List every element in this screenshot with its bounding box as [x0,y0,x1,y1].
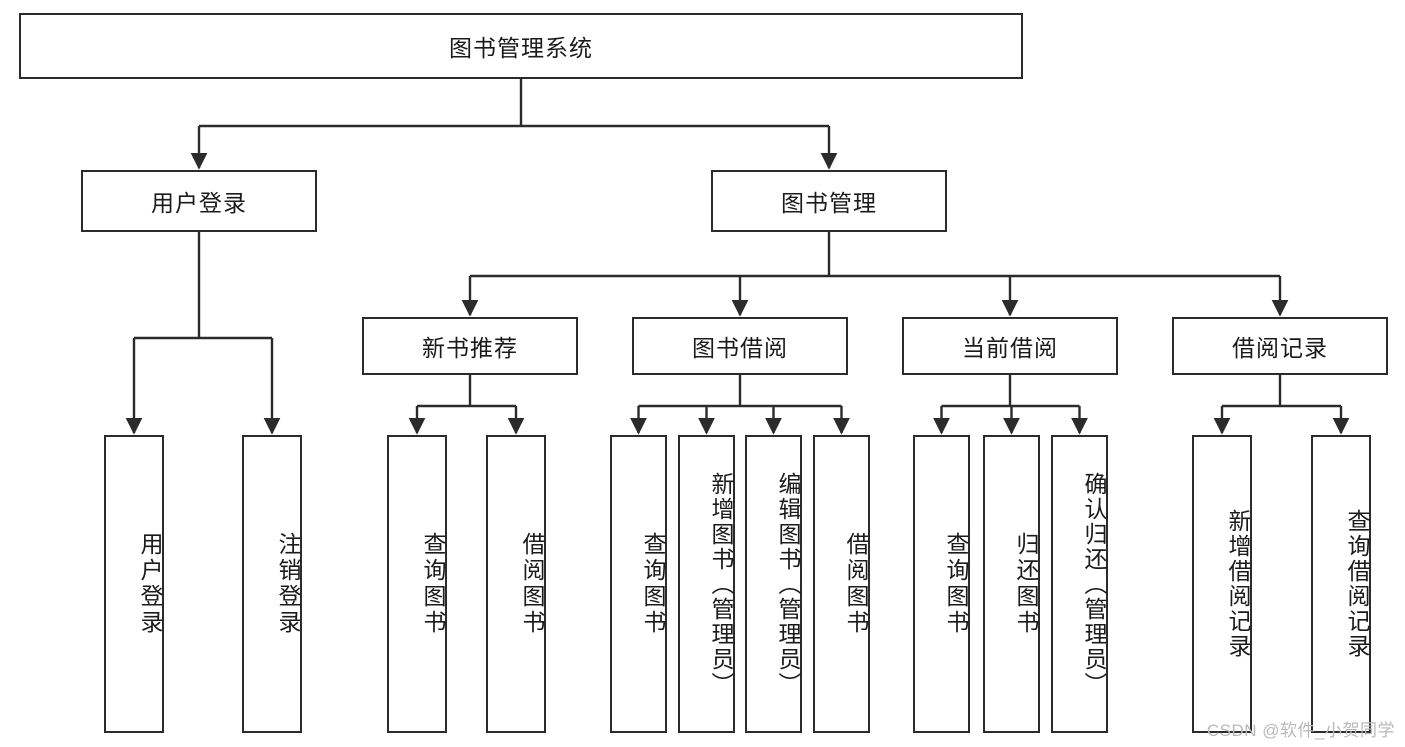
node-leaf-bb-borrow[interactable]: 借阅图书 [813,435,870,733]
node-book-borrow[interactable]: 图书借阅 [632,317,848,375]
node-label-leaf-bb-query: 查询图书 [640,532,666,636]
node-root[interactable]: 图书管理系统 [19,13,1023,79]
node-label-leaf-cb-query: 查询图书 [943,532,969,636]
node-label-leaf-br-add: 新增借阅记录 [1225,509,1251,659]
node-label-leaf-bb-add: 新增图书（管理员） [708,471,734,697]
node-label-borrow-record: 借阅记录 [1232,335,1328,361]
node-book-manage[interactable]: 图书管理 [711,170,947,232]
node-label-leaf-user-logout: 注销登录 [275,532,301,636]
node-leaf-user-login[interactable]: 用户登录 [104,435,164,733]
node-label-leaf-user-login: 用户登录 [137,532,163,636]
node-label-leaf-cb-confirm: 确认归还（管理员） [1081,471,1107,697]
node-label-leaf-cb-return: 归还图书 [1013,532,1039,636]
node-leaf-cb-confirm[interactable]: 确认归还（管理员） [1051,435,1108,733]
node-leaf-rec-borrow[interactable]: 借阅图书 [486,435,546,733]
edge-group [125,79,1350,435]
node-leaf-bb-add[interactable]: 新增图书（管理员） [678,435,735,733]
node-leaf-bb-edit[interactable]: 编辑图书（管理员） [745,435,802,733]
node-label-new-book-rec: 新书推荐 [422,335,518,361]
node-label-current-borrow: 当前借阅 [962,335,1058,361]
node-new-book-rec[interactable]: 新书推荐 [362,317,578,375]
node-label-leaf-bb-edit: 编辑图书（管理员） [775,471,801,697]
node-current-borrow[interactable]: 当前借阅 [902,317,1118,375]
node-label-root: 图书管理系统 [449,35,593,61]
node-label-book-manage: 图书管理 [781,190,877,216]
node-label-book-borrow: 图书借阅 [692,335,788,361]
node-label-leaf-br-query: 查询借阅记录 [1344,509,1370,659]
node-leaf-br-query[interactable]: 查询借阅记录 [1311,435,1371,733]
node-leaf-rec-query[interactable]: 查询图书 [387,435,447,733]
node-user-login[interactable]: 用户登录 [81,170,317,232]
node-leaf-user-logout[interactable]: 注销登录 [242,435,302,733]
node-leaf-cb-query[interactable]: 查询图书 [913,435,970,733]
node-label-leaf-rec-query: 查询图书 [420,532,446,636]
node-label-user-login: 用户登录 [151,190,247,216]
node-leaf-bb-query[interactable]: 查询图书 [610,435,667,733]
node-label-leaf-bb-borrow: 借阅图书 [843,532,869,636]
node-leaf-br-add[interactable]: 新增借阅记录 [1192,435,1252,733]
node-leaf-cb-return[interactable]: 归还图书 [983,435,1040,733]
node-borrow-record[interactable]: 借阅记录 [1172,317,1388,375]
node-label-leaf-rec-borrow: 借阅图书 [519,532,545,636]
